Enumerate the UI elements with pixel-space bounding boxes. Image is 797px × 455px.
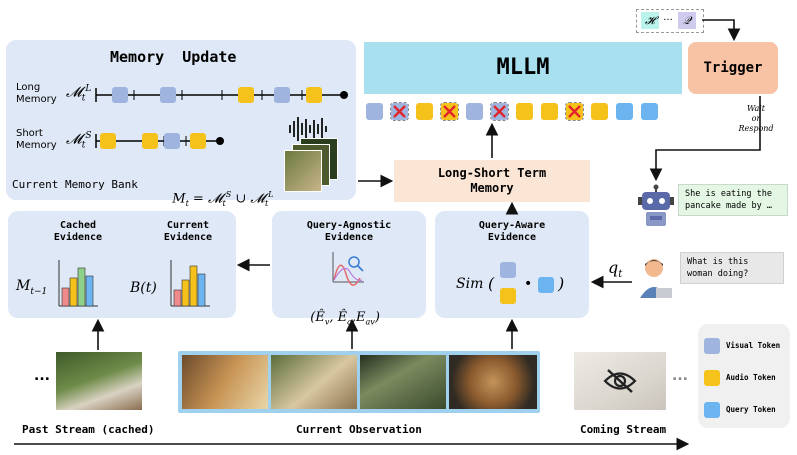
short-memory-audio-token bbox=[190, 133, 206, 149]
legend-query-token-swatch bbox=[704, 402, 720, 418]
legend-audio-token-swatch bbox=[704, 370, 720, 386]
user-icon bbox=[640, 259, 672, 298]
mllm-token bbox=[416, 103, 433, 120]
short-memory-audio-token bbox=[100, 133, 116, 149]
mllm-block: MLLM bbox=[364, 42, 682, 94]
similarity-visual-token bbox=[500, 262, 516, 278]
legend-visual-token-swatch bbox=[704, 338, 720, 354]
cached-bar-chart-icon bbox=[58, 260, 98, 307]
similarity-dot: • bbox=[524, 276, 533, 292]
long-memory-audio-token bbox=[238, 87, 254, 103]
analysis-chart-icon bbox=[332, 252, 364, 286]
query-aware-title: Query-Aware Evidence bbox=[478, 220, 546, 243]
similarity-audio-token bbox=[500, 288, 516, 304]
short-memory-audio-token bbox=[142, 133, 158, 149]
coming-stream-ellipsis: ... bbox=[672, 368, 688, 384]
mllm-token bbox=[591, 103, 608, 120]
similarity-open-paren: ( bbox=[488, 274, 495, 293]
legend-query-label: Query Token bbox=[726, 405, 776, 414]
similarity-label: Sim bbox=[456, 276, 484, 292]
long-memory-timeline bbox=[95, 88, 348, 102]
dropped-token bbox=[565, 102, 584, 121]
cached-evidence-title: Cached Evidence bbox=[53, 220, 103, 243]
current-bar-chart-icon bbox=[170, 260, 210, 307]
legend-visual-label: Visual Token bbox=[726, 341, 781, 350]
memory-update-title: Memory Update bbox=[110, 48, 237, 66]
similarity-close-paren: ) bbox=[558, 274, 565, 293]
long-short-term-memory-block: Long-Short Term Memory bbox=[394, 160, 590, 202]
current-frame-3 bbox=[360, 355, 446, 409]
question-bubble: What is this woman doing? bbox=[680, 252, 784, 284]
context-history-token: 𝓗 bbox=[641, 12, 659, 29]
similarity-query-token bbox=[538, 277, 554, 293]
audio-waveform-icon bbox=[289, 117, 327, 141]
short-memory-label: Short Memory bbox=[16, 128, 57, 151]
legend-audio-label: Audio Token bbox=[726, 373, 776, 382]
short-memory-symbol: 𝓜tS bbox=[66, 131, 92, 151]
long-memory-label: Long Memory bbox=[16, 82, 57, 105]
past-stream-ellipsis: ... bbox=[34, 368, 50, 384]
eye-hidden-icon bbox=[603, 369, 637, 393]
response-bubble: She is eating the pancake made by … bbox=[678, 184, 788, 216]
query-agnostic-formula: (Êv, Êa,Eav) bbox=[310, 310, 380, 327]
dropped-token bbox=[490, 102, 509, 121]
current-frame-1 bbox=[182, 355, 268, 409]
mllm-token bbox=[516, 103, 533, 120]
coming-stream-label: Coming Stream bbox=[580, 423, 667, 436]
trigger-note: Wait or Respond bbox=[738, 104, 774, 133]
mllm-token bbox=[616, 103, 633, 120]
robot-icon bbox=[638, 184, 674, 226]
long-memory-visual-token bbox=[274, 87, 290, 103]
current-evidence-symbol: B(t) bbox=[130, 280, 157, 296]
context-dots: ··· bbox=[663, 15, 673, 26]
query-agnostic-title: Query-Agnostic Evidence bbox=[306, 220, 392, 243]
current-evidence-title: Current Evidence bbox=[163, 220, 213, 243]
memory-bank-formula: Mt = 𝓜tS ∪ 𝓜tL bbox=[172, 190, 274, 208]
query-symbol: qt bbox=[608, 258, 623, 281]
long-memory-visual-token bbox=[160, 87, 176, 103]
long-memory-visual-token bbox=[112, 87, 128, 103]
long-memory-audio-token bbox=[306, 87, 322, 103]
mllm-token bbox=[466, 103, 483, 120]
memory-bank-label: Current Memory Bank bbox=[12, 178, 138, 191]
past-stream-frame bbox=[56, 352, 142, 410]
current-frame-4 bbox=[449, 355, 537, 409]
past-stream-label: Past Stream (cached) bbox=[22, 423, 155, 436]
cached-evidence-symbol: Mt−1 bbox=[16, 278, 48, 297]
current-observation-label: Current Observation bbox=[296, 423, 422, 436]
dropped-token bbox=[440, 102, 459, 121]
long-memory-symbol: 𝓜tL bbox=[66, 84, 92, 104]
context-query-token: 𝒬 bbox=[678, 12, 696, 29]
context-box bbox=[636, 9, 704, 33]
mllm-token bbox=[366, 103, 383, 120]
current-frame-2 bbox=[271, 355, 357, 409]
dropped-token bbox=[390, 102, 409, 121]
short-memory-visual-token bbox=[164, 133, 180, 149]
trigger-block: Trigger bbox=[688, 42, 778, 94]
video-frame-icon bbox=[284, 150, 322, 192]
mllm-token bbox=[541, 103, 558, 120]
mllm-token bbox=[641, 103, 658, 120]
